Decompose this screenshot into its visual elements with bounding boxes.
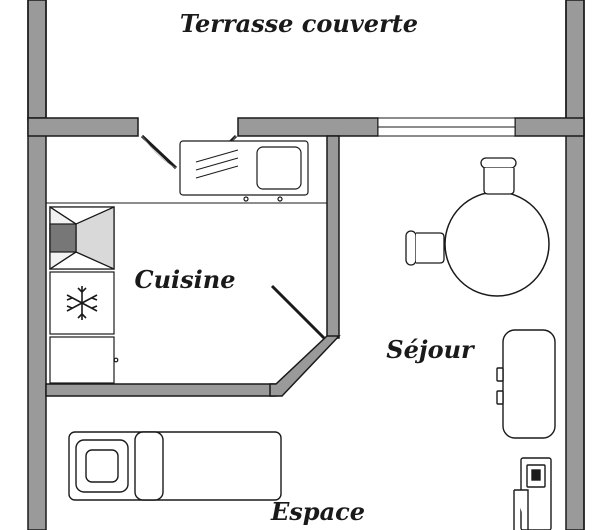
wall-terrace-mid [237,117,379,137]
cupboard [49,336,119,384]
wall-left-lower [27,117,47,530]
room-label-terrace: Terrasse couverte [180,9,418,38]
room-label-living: Séjour [386,335,476,364]
wall-terrace-right [514,117,585,137]
wall-kitchen-bottom [45,383,277,397]
sofa [496,329,556,439]
bed [68,431,282,501]
room-label-space: Espace [270,497,365,526]
freezer-icon [49,271,115,335]
appliance-unit [513,457,552,530]
wall-right [565,0,585,530]
room-label-kitchen: Cuisine [134,265,235,294]
dining-table [444,191,550,297]
chair-left [405,230,445,266]
kitchen-diagonal-wall [269,335,341,397]
wall-terrace-left [27,117,139,137]
wall-left-terrace [27,0,47,121]
door-kitchen [270,284,328,385]
wall-kitchen-right [326,135,340,339]
stove-icon [49,205,115,271]
sink [179,140,309,202]
chair-top [480,157,517,195]
window-terrace-right [377,117,516,137]
